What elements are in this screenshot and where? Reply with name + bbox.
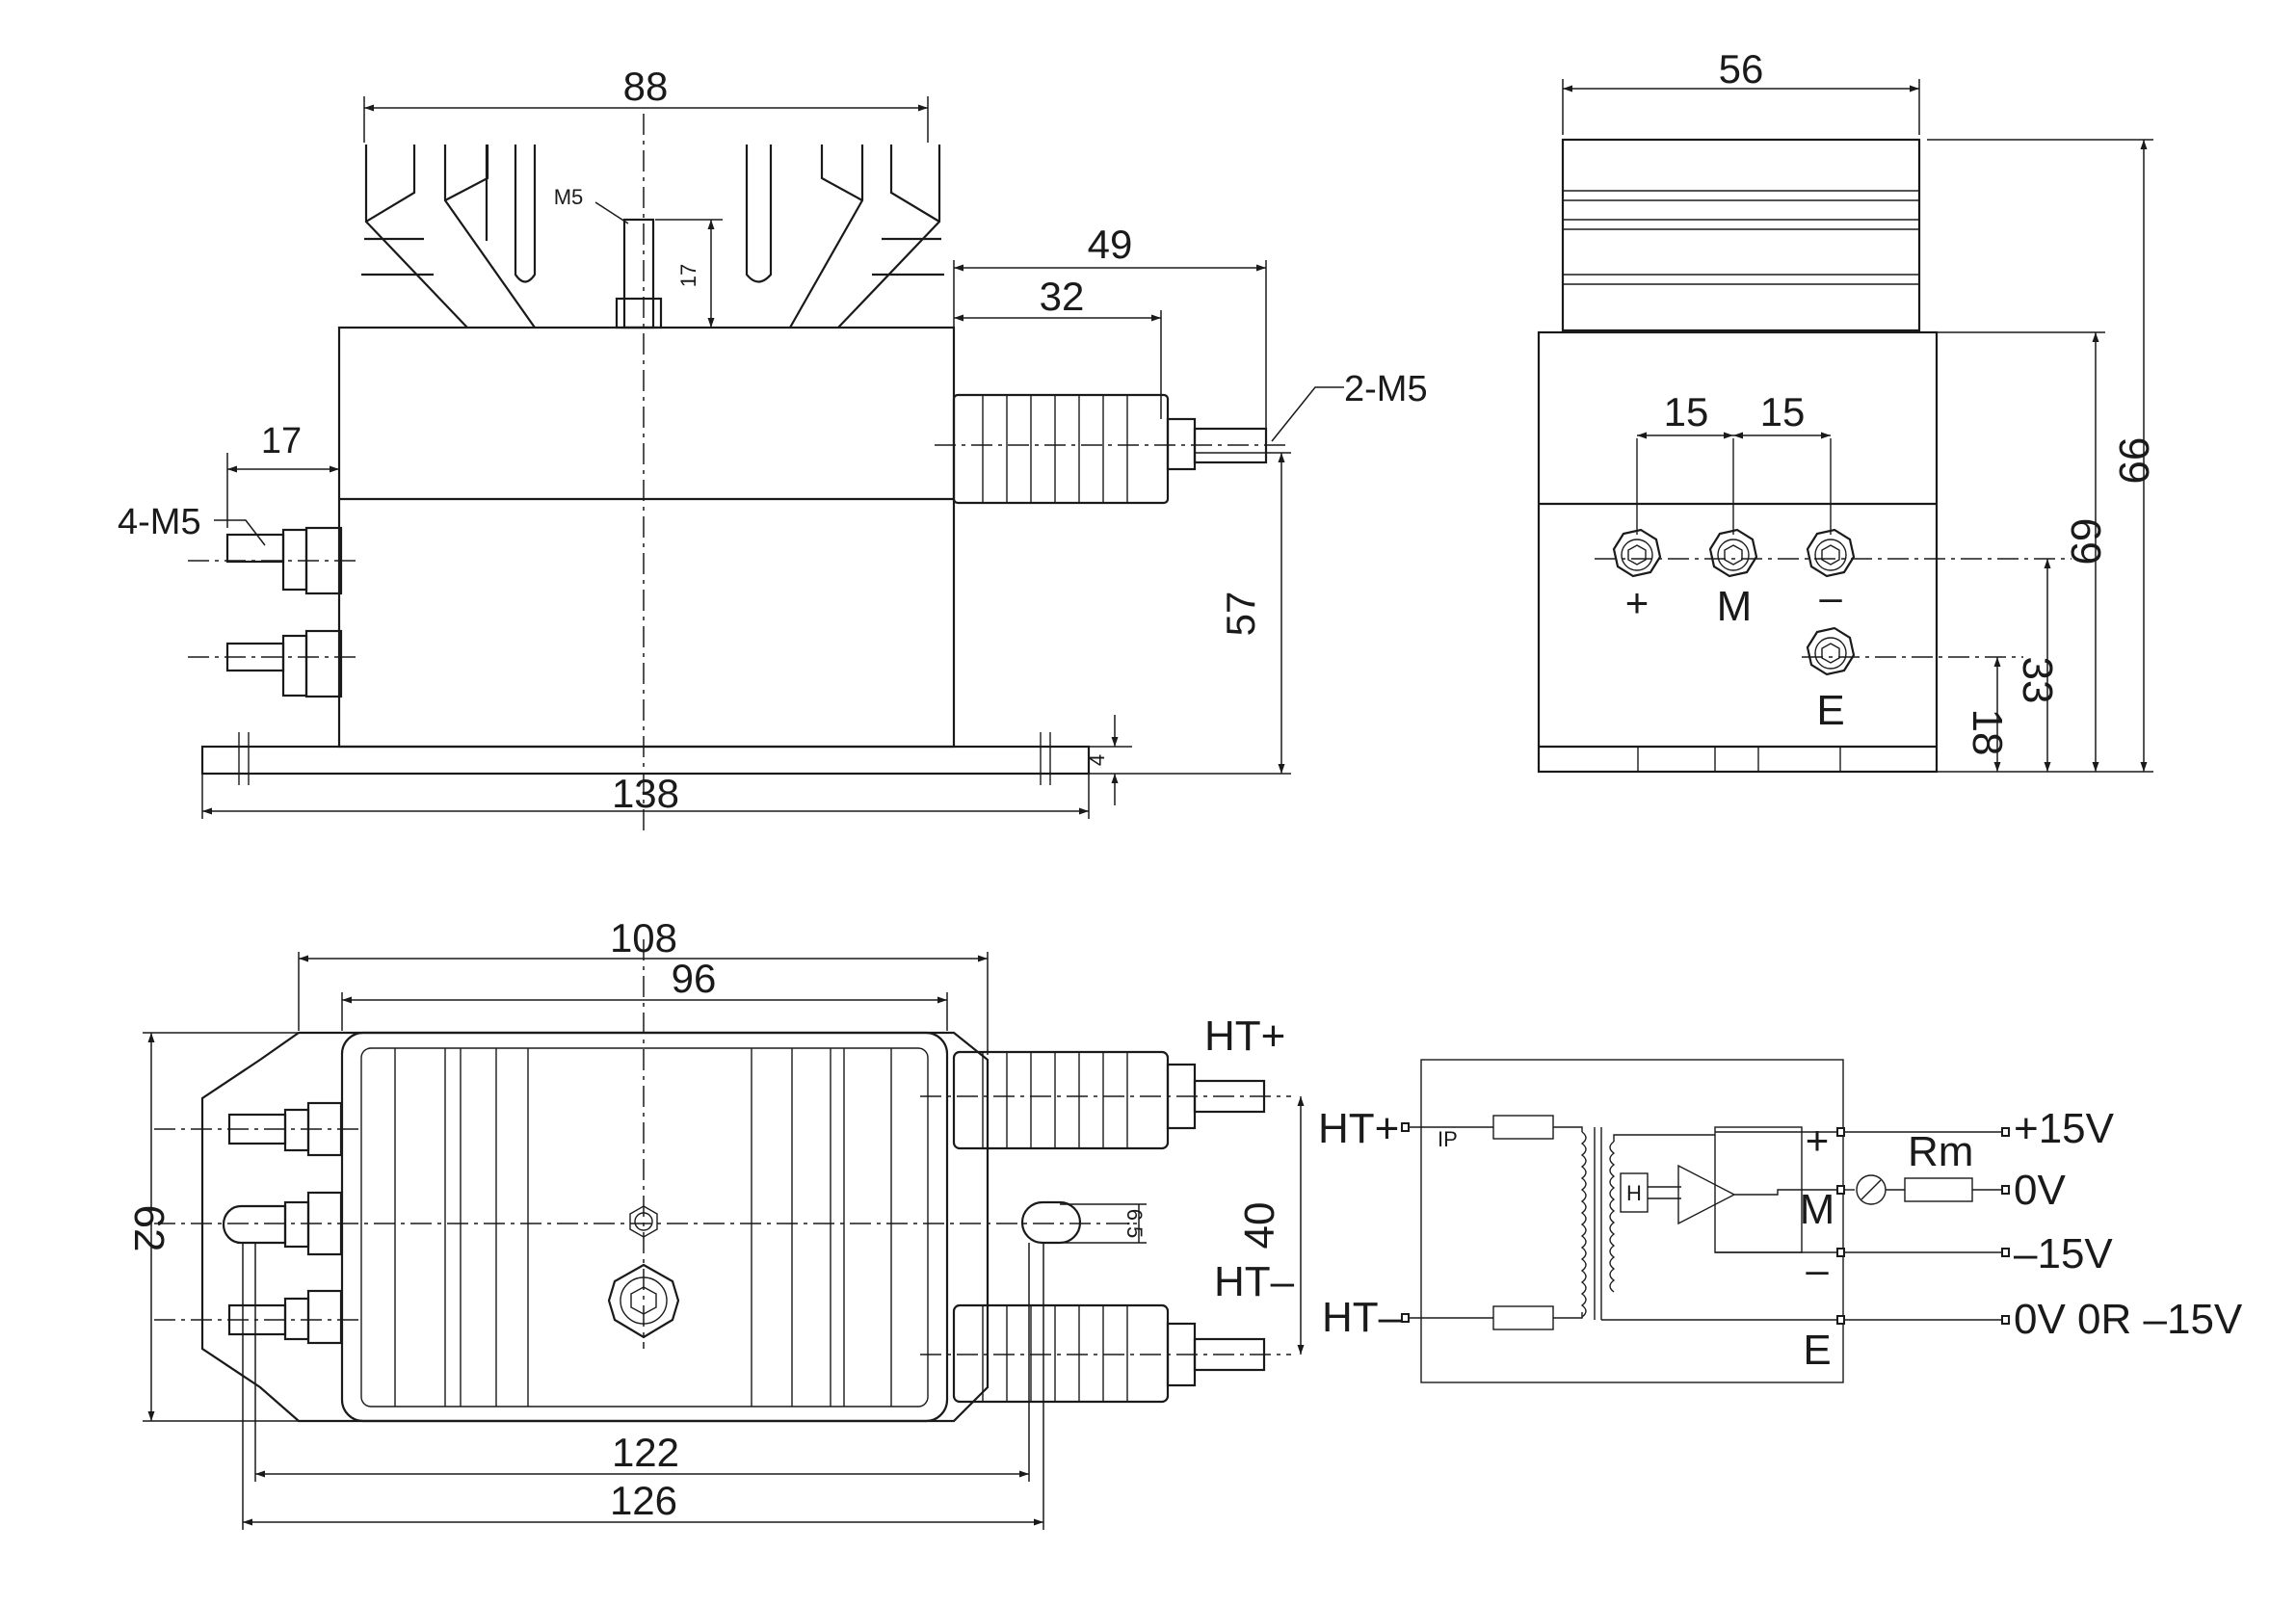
- side-terminal-m: [1708, 528, 1758, 578]
- schematic-label-rm: Rm: [1908, 1128, 1973, 1175]
- dim-stud-height: 17: [676, 264, 700, 287]
- heatsink: [361, 145, 944, 329]
- dim-base-thickness: 4: [1085, 754, 1109, 766]
- schematic-input-resistor: [1492, 1115, 1554, 1140]
- schematic-label-m: M: [1800, 1186, 1835, 1233]
- schematic-return-resistor: [1492, 1305, 1554, 1330]
- front-view: 88 M5 17 49 32 2-M5 17 4-M5 57: [118, 64, 1428, 836]
- side-terminal-e: [1806, 626, 1856, 676]
- top-view: 108 96 62 40 6.5 122 126 HT+ HT–: [125, 915, 1305, 1530]
- schematic-pin-minus15: [2001, 1248, 2010, 1257]
- dim-left-offset: 17: [261, 421, 302, 461]
- front-body: [337, 326, 956, 749]
- schematic-label-ht-plus: HT+: [1318, 1105, 1399, 1152]
- dim-stud-thread: M5: [554, 185, 584, 209]
- schematic-pin-ht-minus: [1401, 1313, 1410, 1323]
- schematic-node-m: [1836, 1185, 1845, 1195]
- side-heatsink: [1561, 138, 1921, 332]
- schematic-node-minus: [1836, 1248, 1845, 1257]
- dim-terminal-thread: 2-M5: [1344, 369, 1428, 409]
- dim-pitch-1: 15: [1664, 389, 1709, 434]
- schematic-label-minus: –: [1806, 1247, 1829, 1292]
- schematic-out-0v: 0V: [2014, 1167, 2066, 1214]
- schematic-secondary-coil: [1609, 1141, 1616, 1293]
- dim-total-height: 99: [2110, 437, 2157, 485]
- side-label-minus: –: [1819, 574, 1842, 619]
- top-mount-slot: [1020, 1200, 1082, 1245]
- schematic-pin-0v-or: [2001, 1315, 2010, 1325]
- schematic-pin-plus15: [2001, 1127, 2010, 1137]
- schematic-primary-coil: [1580, 1131, 1587, 1318]
- schematic-label-ip: IP: [1438, 1127, 1458, 1151]
- top-label-ht-minus: HT–: [1214, 1258, 1295, 1305]
- dim-top-length-inner: 96: [672, 956, 717, 1001]
- dim-side-width: 56: [1719, 46, 1764, 92]
- schematic-rm-resistor: [1904, 1177, 1973, 1202]
- side-label-plus: +: [1625, 580, 1649, 625]
- schematic-node-plus: [1836, 1127, 1845, 1137]
- schematic-frame: [1420, 1059, 1844, 1383]
- side-label-e: E: [1816, 687, 1844, 734]
- side-terminal-plus: [1612, 528, 1662, 578]
- schematic-label-ht-minus: HT–: [1322, 1294, 1403, 1341]
- side-label-m: M: [1717, 583, 1753, 630]
- front-ht-terminal: [952, 393, 1268, 505]
- side-terminal-minus: [1806, 528, 1856, 578]
- schematic-pin-ht-plus: [1401, 1122, 1410, 1132]
- dim-signal-thread: 4-M5: [118, 502, 201, 542]
- dim-terminal-row-height: 69: [2062, 518, 2109, 566]
- schematic-amplifier: [1677, 1164, 1736, 1225]
- dim-overall-length: 49: [1088, 222, 1133, 267]
- schematic-label-h: H: [1626, 1181, 1642, 1205]
- front-signal-terminal-2: [225, 629, 343, 698]
- schematic-out-plus15: +15V: [2014, 1105, 2115, 1152]
- base-plate: [200, 745, 1091, 776]
- side-view: + M – E 56 15 15 99 69 33 18: [1537, 46, 2157, 774]
- dim-hole: 6.5: [1122, 1209, 1147, 1239]
- dim-front-width: 88: [623, 64, 669, 109]
- top-ht-terminal-lower: [952, 1303, 1266, 1404]
- dim-top-width: 62: [125, 1205, 172, 1252]
- top-label-ht-plus: HT+: [1204, 1013, 1285, 1060]
- schematic-out-0v-or: 0V 0R –15V: [2014, 1296, 2243, 1343]
- top-body: [340, 1031, 949, 1423]
- dim-base-height: 18: [1964, 709, 2011, 756]
- dim-mount-inner: 122: [612, 1430, 679, 1475]
- stud: [622, 218, 655, 329]
- dim-terminal-length: 32: [1040, 274, 1085, 319]
- dim-terminal-spacing: 40: [1236, 1202, 1283, 1250]
- dim-pitch-2: 15: [1760, 389, 1806, 434]
- side-body: [1537, 330, 1939, 774]
- top-ht-terminal-upper: [952, 1050, 1266, 1150]
- schematic-out-minus15: –15V: [2014, 1230, 2113, 1277]
- schematic-node-e: [1836, 1315, 1845, 1325]
- dim-mount-outer: 126: [610, 1478, 677, 1523]
- schematic-pin-0v: [2001, 1185, 2010, 1195]
- dim-base-length: 138: [612, 771, 679, 816]
- dim-e-height: 33: [2014, 657, 2061, 704]
- dim-front-height: 57: [1218, 592, 1263, 637]
- schematic: H HT+ HT– IP + M – E Rm: [1318, 1059, 2243, 1383]
- schematic-hall-sensor: [1620, 1172, 1649, 1213]
- schematic-label-e: E: [1803, 1327, 1831, 1374]
- schematic-label-plus: +: [1806, 1118, 1830, 1163]
- dim-top-length-outer: 108: [610, 915, 677, 960]
